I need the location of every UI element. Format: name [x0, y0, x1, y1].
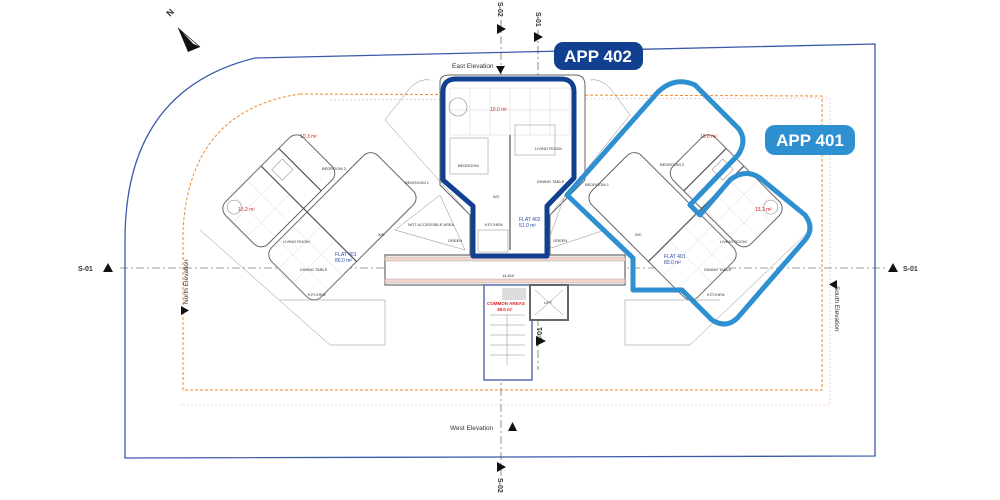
room-label: DINING TABLE: [537, 179, 565, 184]
south-elevation-label: South Elevation: [833, 286, 840, 332]
app-401-label: APP 401: [776, 131, 844, 150]
room-label: DINING TABLE: [704, 267, 732, 272]
flat-area: 51.0 m²: [519, 223, 536, 229]
east-elevation-label: East Elevation: [452, 63, 494, 70]
terrace-area: 10.0 m²: [700, 134, 717, 140]
elevation-arrow-icon: [829, 280, 837, 289]
room-label: LIVING ROOM: [535, 146, 562, 151]
room-label: BEDROOM 1: [585, 182, 610, 187]
room-label: GREEN: [553, 238, 567, 243]
room-label: BEDROOM: [458, 163, 479, 168]
section-arrow-icon: [497, 24, 506, 34]
plot-boundary: [124, 43, 876, 459]
flat-label: FLAT 401: [664, 254, 686, 260]
room-label: NOT ACCESSIBLE AREA: [408, 222, 454, 227]
room-label: BEDROOM 1: [405, 180, 430, 185]
room-label: GREEN: [448, 238, 462, 243]
corridor-dimension: 14.810: [502, 273, 515, 278]
flat-label: FLAT 402: [519, 217, 541, 223]
section-arrow-icon: [534, 32, 543, 42]
lift-label: LIFT: [544, 300, 553, 305]
section-s01-right: S-01: [903, 266, 918, 273]
room-label: KITCHEN: [308, 292, 326, 297]
room-label: LIVING ROOM: [720, 239, 747, 244]
app-402-label: APP 402: [564, 47, 632, 66]
building: [199, 74, 811, 381]
room-label: KITCHEN: [485, 222, 503, 227]
section-s01-mid: S-01: [537, 327, 544, 342]
north-arrow-icon: N: [164, 7, 201, 52]
north-elevation-label: North Elevation: [183, 259, 190, 304]
section-arrow-icon: [888, 263, 898, 272]
room-label: KITCHEN: [707, 292, 725, 297]
elevation-arrow-icon: [181, 306, 189, 315]
flat-label: FLAT 401: [335, 252, 357, 258]
room-label: DINING TABLE: [300, 267, 328, 272]
section-s01-top: S-01: [534, 12, 541, 27]
elevation-arrow-icon: [496, 66, 505, 74]
terrace-area: 10.3 m²: [300, 134, 317, 140]
common-areas-area: 38.0 m²: [497, 307, 513, 312]
room-label: BEDROOM 2: [660, 162, 685, 167]
svg-text:N: N: [164, 7, 176, 19]
room-label: WC: [378, 232, 385, 237]
section-arrow-icon: [536, 336, 546, 346]
section-s02-top: S-02: [496, 2, 503, 17]
terrace-area: 13.2 m²: [238, 207, 255, 213]
section-arrow-icon: [497, 462, 506, 472]
terrace-area: 10.0 m²: [490, 107, 507, 113]
section-s02-bottom: S-02: [496, 478, 503, 493]
room-label: BEDROOM 2: [322, 166, 347, 171]
section-arrow-icon: [103, 263, 113, 272]
flat-area: 80.0 m²: [664, 260, 681, 266]
room-label: WC: [635, 232, 642, 237]
elevation-arrow-icon: [508, 422, 517, 431]
flat-area: 80.0 m²: [335, 258, 352, 264]
common-areas-label: COMMON AREAS: [487, 301, 525, 306]
west-elevation-label: West Elevation: [450, 425, 494, 432]
app-401-outline[interactable]: [564, 79, 813, 327]
app-402-badge[interactable]: APP 402: [554, 42, 643, 70]
app-402-outline[interactable]: [440, 76, 577, 259]
app-401-badge[interactable]: APP 401: [765, 125, 855, 155]
section-s01-left: S-01: [78, 266, 93, 273]
room-label: WC: [493, 194, 500, 199]
terrace-area: 13.2 m²: [755, 207, 772, 213]
room-label: LIVING ROOM: [283, 239, 310, 244]
inner-dashed-line: [180, 97, 831, 406]
